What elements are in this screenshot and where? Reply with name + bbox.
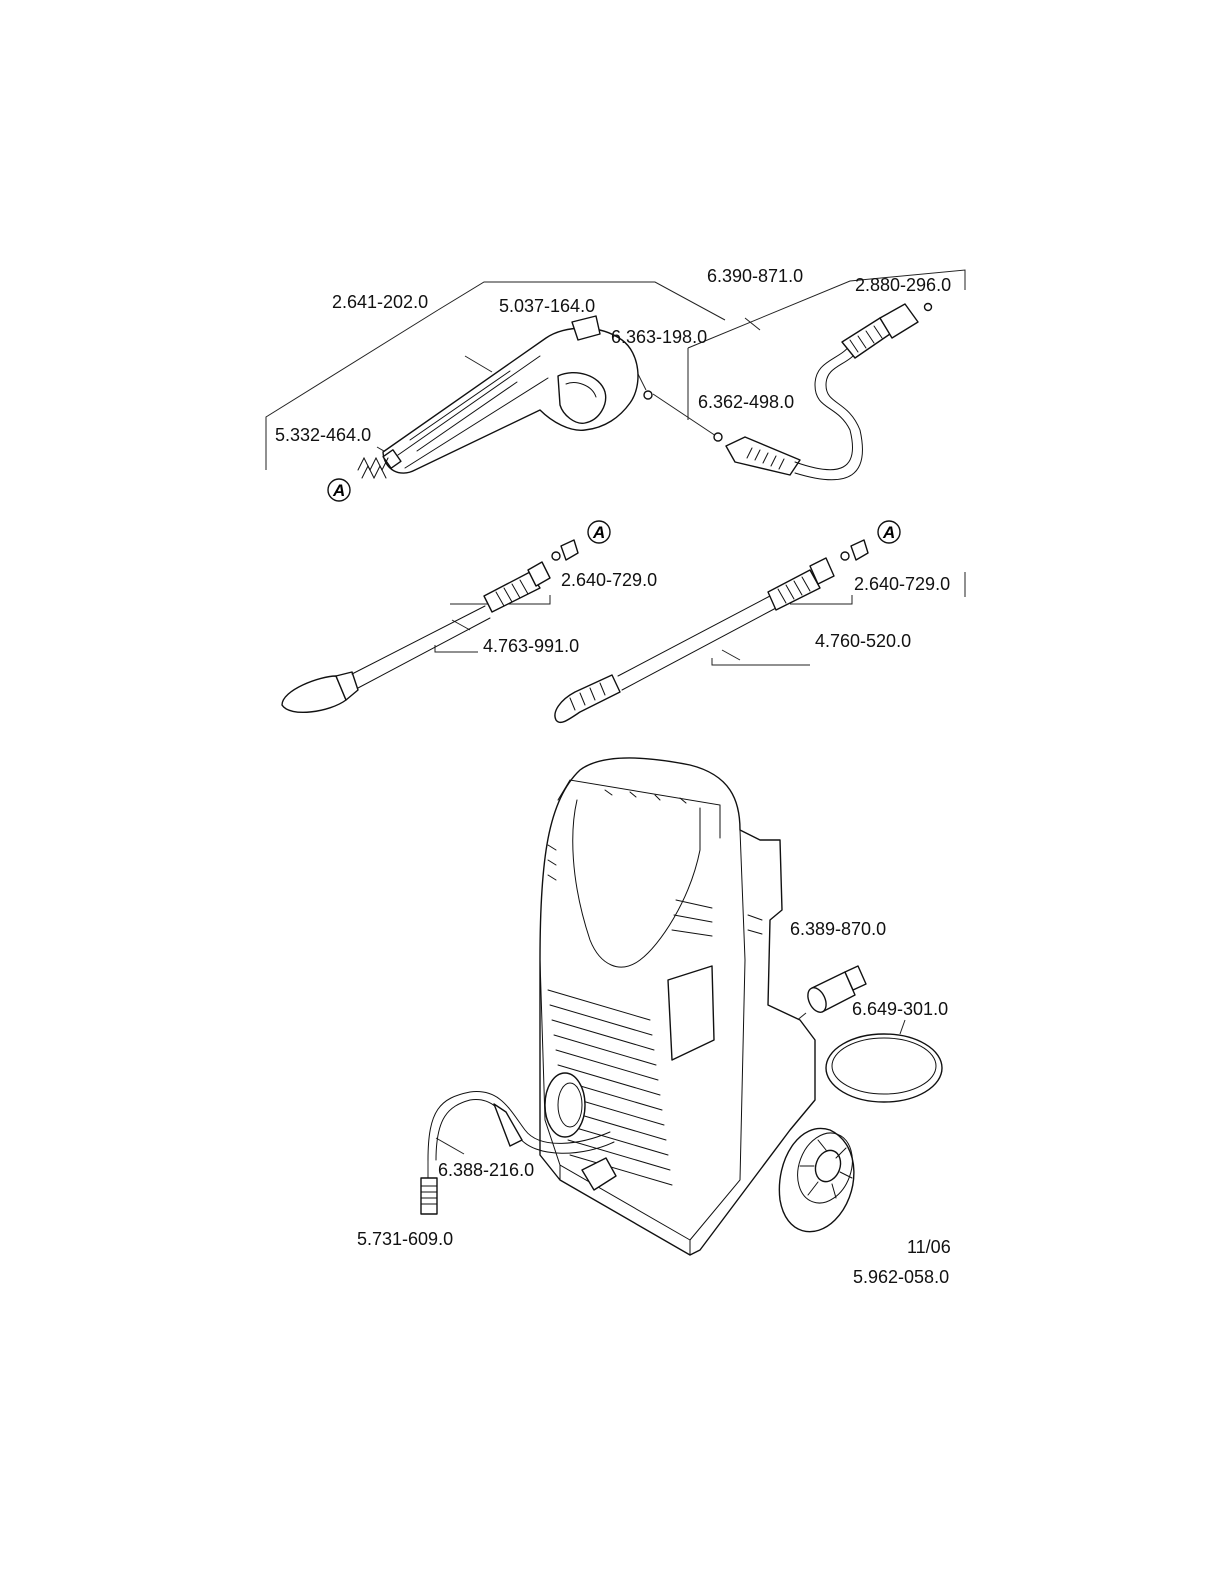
gun-o-ring-drawing bbox=[643, 390, 653, 400]
footer-drawing-number: 5.962-058.0 bbox=[853, 1267, 950, 1287]
part-label-water-connector: 6.389-870.0 bbox=[790, 919, 887, 939]
part-label-spring: 5.332-464.0 bbox=[275, 425, 372, 445]
part-label-hose-seal-kit: 2.880-296.0 bbox=[855, 275, 952, 295]
footer-date: 11/06 bbox=[907, 1237, 951, 1257]
gasket-ring-drawing bbox=[825, 1033, 943, 1103]
part-label-vario-lance: 4.760-520.0 bbox=[815, 631, 912, 651]
callout-a-lance-1-letter: A bbox=[592, 523, 605, 542]
part-label-seal-kit-1: 2.640-729.0 bbox=[561, 570, 658, 590]
part-label-dirt-blaster-lance: 4.763-991.0 bbox=[483, 636, 580, 656]
part-label-gun-o-ring: 6.363-198.0 bbox=[611, 327, 708, 347]
part-label-hose-o-ring: 6.362-498.0 bbox=[698, 392, 795, 412]
part-label-filter: 5.731-609.0 bbox=[357, 1229, 454, 1249]
part-label-gasket-ring: 6.649-301.0 bbox=[852, 999, 949, 1019]
callout-a-lance-2-letter: A bbox=[882, 523, 895, 542]
spray-gun-drawing bbox=[382, 315, 639, 474]
part-label-gun-assembly: 2.641-202.0 bbox=[332, 292, 429, 312]
water-connector-drawing bbox=[807, 965, 867, 1013]
callout-a-lance-1 bbox=[587, 520, 611, 544]
part-label-seal-kit-2: 2.640-729.0 bbox=[854, 574, 951, 594]
suction-hose-drawing bbox=[427, 1091, 615, 1161]
hose-drawing bbox=[725, 303, 919, 481]
hose-o-ring-drawing bbox=[713, 432, 723, 442]
vario-lance-drawing bbox=[554, 539, 869, 724]
dirt-blaster-lance-drawing bbox=[281, 539, 579, 713]
part-label-suction-hose: 6.388-216.0 bbox=[438, 1160, 535, 1180]
pressure-washer-body-drawing bbox=[539, 757, 855, 1256]
part-label-hose: 6.390-871.0 bbox=[707, 266, 804, 286]
filter-drawing bbox=[420, 1177, 438, 1215]
callout-a-spring bbox=[327, 478, 351, 502]
spring-drawing bbox=[357, 456, 389, 480]
callout-a-lance-2 bbox=[877, 520, 901, 544]
callout-a-spring-letter: A bbox=[332, 481, 345, 500]
part-label-lock-clip: 5.037-164.0 bbox=[499, 296, 596, 316]
hose-seal-drawing bbox=[923, 302, 933, 312]
